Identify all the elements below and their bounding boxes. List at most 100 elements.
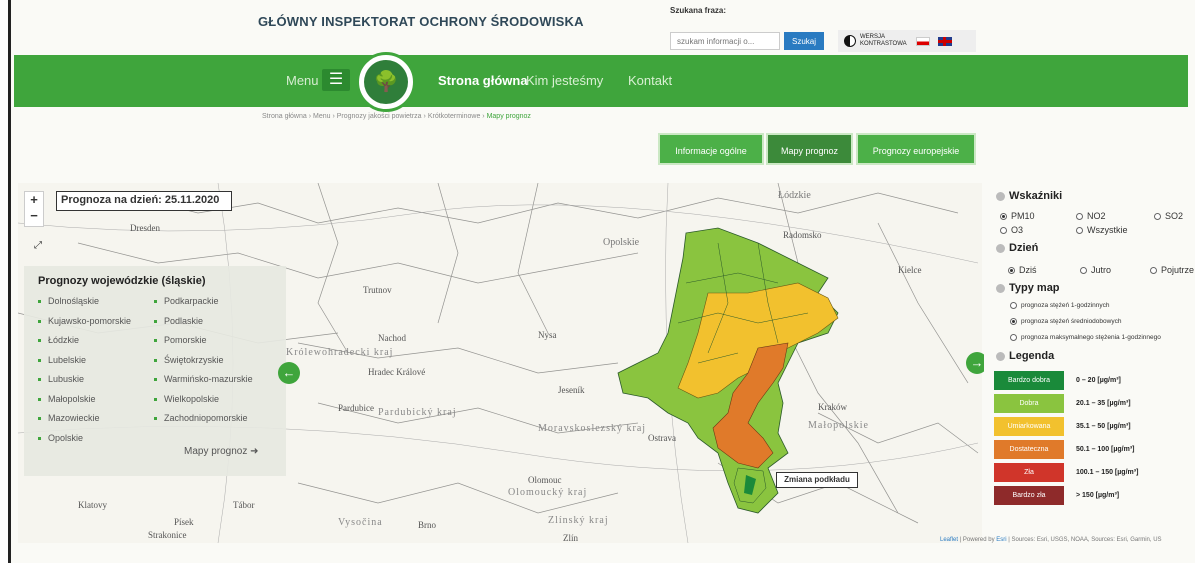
label-ostrava: Ostrava bbox=[648, 433, 676, 443]
label-tabor: Tábor bbox=[233, 500, 255, 510]
legend-range: 0 – 20 [µg/m³] bbox=[1076, 376, 1121, 384]
region-link[interactable]: Opolskie bbox=[38, 429, 131, 449]
indicator-radio[interactable]: SO2 bbox=[1154, 211, 1183, 221]
panel-expand-right-icon[interactable]: → bbox=[966, 352, 988, 374]
maptype-label: prognoza stężeń 1-godzinnych bbox=[1021, 302, 1110, 309]
legend-title: Legenda bbox=[1009, 350, 1055, 362]
region-link[interactable]: Kujawsko-pomorskie bbox=[38, 312, 131, 332]
label-nachod: Nachod bbox=[378, 333, 406, 343]
gios-logo[interactable]: 🌳 bbox=[356, 52, 416, 112]
hamburger-icon[interactable]: ☰ bbox=[322, 69, 350, 91]
breadcrumb: Strona główna › Menu › Prognozy jakości … bbox=[262, 113, 531, 120]
search-button[interactable]: Szukaj bbox=[784, 32, 824, 50]
fullscreen-icon[interactable]: ⤢ bbox=[34, 240, 42, 251]
maptype-radio[interactable]: prognoza stężeń średniodobowych bbox=[1010, 318, 1121, 325]
region-link[interactable]: Łódzkie bbox=[38, 331, 131, 351]
day-heading[interactable]: Dzień bbox=[996, 242, 1038, 254]
indicator-radio[interactable]: O3 bbox=[1000, 225, 1023, 235]
radio-icon bbox=[1000, 226, 1007, 234]
region-link[interactable]: Mazowieckie bbox=[38, 409, 131, 429]
nav-contact[interactable]: Kontakt bbox=[628, 73, 673, 88]
menu-label[interactable]: Menu bbox=[286, 73, 319, 88]
label-olomouc: Olomouc bbox=[528, 475, 562, 485]
esri-link[interactable]: Esri bbox=[996, 537, 1007, 543]
region-link[interactable]: Podkarpackie bbox=[154, 292, 253, 312]
region-link[interactable]: Małopolskie bbox=[38, 390, 131, 410]
radio-icon bbox=[1150, 266, 1157, 274]
maptype-label: prognoza maksymalnego stężenia 1-godzinn… bbox=[1021, 334, 1161, 341]
day-label: Dziś bbox=[1019, 265, 1037, 275]
contrast-toggle[interactable]: WERSJA KONTRASTOWA bbox=[838, 30, 976, 52]
legend-swatch: Dobra bbox=[994, 393, 1064, 413]
regions-panel-title: Prognozy wojewódzkie (śląskie) bbox=[38, 275, 206, 287]
day-radio[interactable]: Dziś bbox=[1008, 265, 1037, 275]
map-canvas: Dresden Opolskie Nysa Nachod Hradec Král… bbox=[18, 183, 979, 543]
region-link[interactable]: Lubelskie bbox=[38, 351, 131, 371]
legend-swatch: Bardzo zła bbox=[994, 485, 1064, 505]
region-link[interactable]: Zachodniopomorskie bbox=[154, 409, 253, 429]
zoom-in-button[interactable]: + bbox=[30, 192, 38, 207]
crumb-forecasts[interactable]: Prognozy jakości powietrza bbox=[336, 113, 422, 120]
region-link[interactable]: Pomorskie bbox=[154, 331, 253, 351]
attrib-sources: | Sources: Esri, USGS, NOAA, Sources: Es… bbox=[1008, 537, 1162, 543]
polish-flag-icon[interactable] bbox=[916, 36, 930, 46]
legend-swatch: Bardzo dobra bbox=[994, 370, 1064, 390]
indicators-heading[interactable]: Wskaźniki bbox=[996, 190, 1062, 202]
region-link[interactable]: Świętokrzyskie bbox=[154, 351, 253, 371]
contrast-icon bbox=[844, 35, 856, 47]
nav-about[interactable]: Kim jesteśmy bbox=[526, 73, 604, 88]
crumb-shortterm[interactable]: Krótkoterminowe bbox=[427, 113, 481, 120]
radio-icon bbox=[1008, 266, 1015, 274]
label-strakonice: Strakonice bbox=[148, 530, 187, 540]
section-bullet-icon bbox=[996, 191, 1005, 201]
search-input[interactable] bbox=[670, 32, 780, 50]
label-nysa: Nysa bbox=[538, 330, 557, 340]
maptype-heading[interactable]: Typy map bbox=[996, 282, 1060, 294]
tab-forecast-maps[interactable]: Mapy prognoz bbox=[766, 133, 853, 165]
radio-icon bbox=[1080, 266, 1087, 274]
label-malopolskie: Małopolskie bbox=[808, 420, 869, 431]
label-radomsko: Radomsko bbox=[783, 230, 822, 240]
maptype-radio[interactable]: prognoza stężeń 1-godzinnych bbox=[1010, 302, 1110, 309]
radio-icon bbox=[1076, 226, 1083, 234]
indicator-radio[interactable]: Wszystkie bbox=[1076, 225, 1128, 235]
legend-range: 50.1 – 100 [µg/m³] bbox=[1076, 445, 1135, 453]
day-radio[interactable]: Jutro bbox=[1080, 265, 1111, 275]
label-pardubicky: Pardubický kraj bbox=[378, 407, 457, 418]
tab-european-forecasts[interactable]: Prognozy europejskie bbox=[856, 133, 976, 165]
zoom-control: + − bbox=[24, 191, 44, 227]
indicator-radio[interactable]: PM10 bbox=[1000, 211, 1035, 221]
leaflet-link[interactable]: Leaflet bbox=[940, 537, 959, 543]
crumb-menu[interactable]: Menu bbox=[313, 113, 331, 120]
indicator-radio[interactable]: NO2 bbox=[1076, 211, 1106, 221]
crumb-home[interactable]: Strona główna bbox=[262, 113, 307, 120]
region-link[interactable]: Dolnośląskie bbox=[38, 292, 131, 312]
nav-home[interactable]: Strona główna bbox=[438, 73, 528, 88]
section-bullet-icon bbox=[996, 243, 1005, 253]
tab-general-info[interactable]: Informacje ogólne bbox=[658, 133, 764, 165]
english-flag-icon[interactable] bbox=[938, 36, 952, 46]
radio-icon bbox=[1154, 212, 1161, 220]
legend-heading[interactable]: Legenda bbox=[996, 350, 1054, 362]
forecast-maps-link[interactable]: Mapy prognoz ➜ bbox=[184, 446, 259, 457]
region-link[interactable]: Podlaskie bbox=[154, 312, 253, 332]
regions-list-col1: Dolnośląskie Kujawsko-pomorskie Łódzkie … bbox=[38, 292, 131, 448]
basemap-switch-button[interactable]: Zmiana podkładu bbox=[776, 472, 858, 488]
region-link[interactable]: Lubuskie bbox=[38, 370, 131, 390]
day-label: Jutro bbox=[1091, 265, 1112, 275]
region-link[interactable]: Warmińsko-mazurskie bbox=[154, 370, 253, 390]
legend-swatch: Umiarkowana bbox=[994, 416, 1064, 436]
legend-range: 100.1 – 150 [µg/m³] bbox=[1076, 468, 1139, 476]
indicator-label: PM10 bbox=[1011, 211, 1035, 221]
day-radio[interactable]: Pojutrze bbox=[1150, 265, 1194, 275]
panel-collapse-left-icon[interactable]: ← bbox=[278, 362, 300, 384]
maptype-title: Typy map bbox=[1009, 282, 1060, 294]
label-hradec: Hradec Králové bbox=[368, 367, 425, 377]
zoom-out-button[interactable]: − bbox=[30, 208, 38, 223]
legend-range: > 150 [µg/m³] bbox=[1076, 491, 1120, 499]
maptype-radio[interactable]: prognoza maksymalnego stężenia 1-godzinn… bbox=[1010, 334, 1161, 341]
label-krakow: Kraków bbox=[818, 402, 847, 412]
region-link[interactable]: Wielkopolskie bbox=[154, 390, 253, 410]
